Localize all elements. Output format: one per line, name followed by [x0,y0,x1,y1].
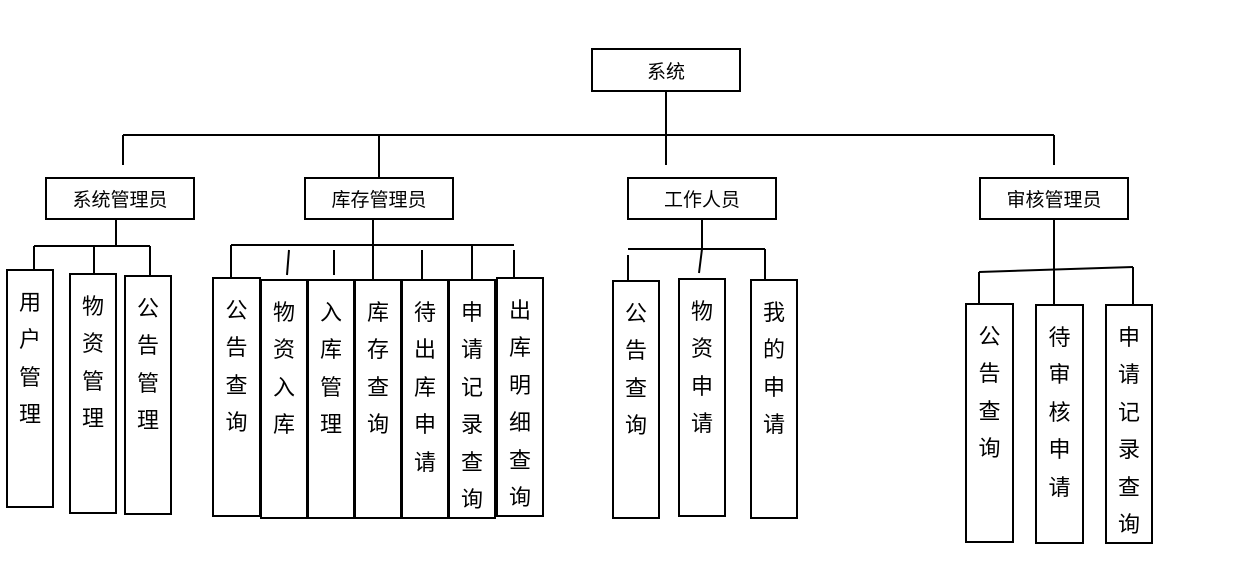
leaf-node: 入库管理 [307,279,355,519]
connector-line [286,249,290,276]
leaf-label: 申请记录查询 [460,301,483,513]
role-label: 库存管理员 [331,189,427,211]
leaf-node: 库存查询 [354,279,402,519]
leaf-label: 用户管理 [18,291,41,429]
root-node: 系统 [591,48,741,92]
leaf-node: 公告查询 [212,277,261,517]
leaf-node: 公告查询 [612,280,660,519]
leaf-label: 物资申请 [690,300,713,438]
leaf-node: 待审核申请 [1035,304,1084,544]
role-node-staff: 工作人员 [627,177,777,220]
leaf-label: 我的申请 [762,301,785,439]
root-label: 系统 [646,60,685,83]
leaf-node: 物资申请 [678,278,726,517]
role-node-system-admin: 系统管理员 [45,177,195,220]
leaf-node: 申请记录查询 [448,279,496,519]
leaf-node: 出库明细查询 [496,277,544,517]
role-label: 工作人员 [663,189,740,211]
leaf-label: 待审核申请 [1048,326,1071,501]
role-label: 系统管理员 [72,189,168,211]
connector-line [978,266,1134,273]
leaf-node: 公告管理 [124,275,172,515]
role-node-inventory-admin: 库存管理员 [304,177,454,220]
leaf-node: 待出库申请 [401,279,449,519]
leaf-node: 物资入库 [260,279,308,519]
leaf-node: 用户管理 [6,269,54,508]
leaf-label: 申请记录查询 [1117,326,1140,538]
leaf-node: 物资管理 [69,273,117,514]
leaf-node: 申请记录查询 [1105,304,1153,544]
leaf-label: 公告管理 [136,297,159,435]
leaf-label: 待出库申请 [413,301,436,476]
leaf-node: 我的申请 [750,279,798,519]
leaf-label: 公告查询 [624,302,647,440]
leaf-label: 入库管理 [319,301,342,439]
leaf-label: 物资入库 [272,301,295,439]
leaf-node: 公告查询 [965,303,1014,543]
leaf-label: 公告查询 [225,299,248,437]
connector-line [698,248,703,274]
leaf-label: 物资管理 [81,295,104,433]
leaf-label: 出库明细查询 [508,299,531,511]
leaf-label: 库存查询 [366,301,389,439]
role-node-audit-admin: 审核管理员 [979,177,1129,220]
leaf-label: 公告查询 [978,325,1001,463]
role-label: 审核管理员 [1006,189,1102,211]
